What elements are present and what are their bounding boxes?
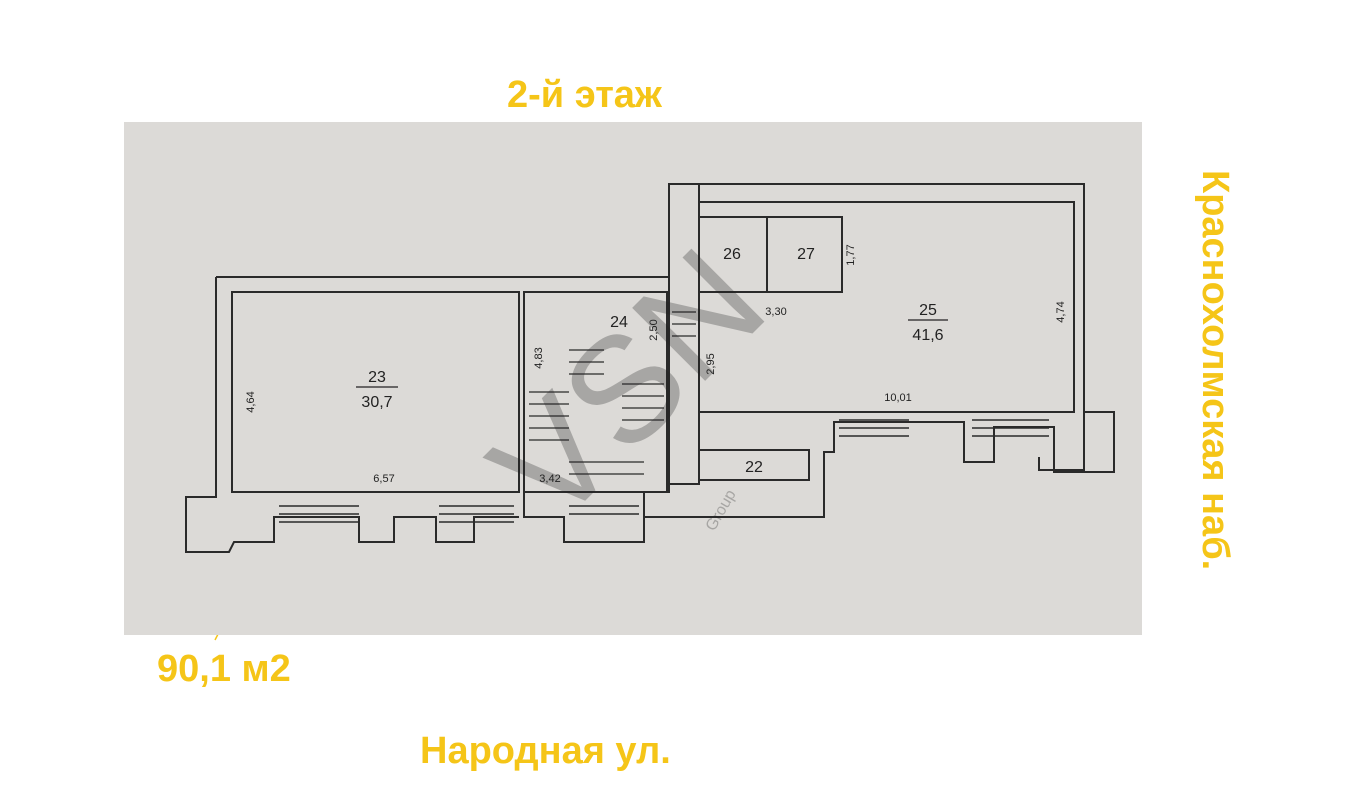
- right-facade-wall: [643, 411, 1115, 518]
- dim-657: 6,57: [373, 473, 394, 485]
- room-26-number: 26: [723, 246, 741, 263]
- floor-plan: VSN Group 23 30,7 24 25 41,6 26 27 22 4,…: [124, 122, 1142, 635]
- room-23-number: 23: [368, 369, 386, 386]
- windows: [279, 419, 1049, 523]
- stairs: [529, 311, 696, 475]
- watermark-letters: VSN: [459, 217, 796, 554]
- dim-474: 4,74: [1055, 301, 1067, 322]
- room-27-outline: [766, 216, 843, 293]
- street-right-label: Краснохолмская наб.: [1194, 170, 1236, 571]
- room-25-number: 25: [919, 302, 937, 319]
- floor-plan-drawing: VSN Group 23 30,7 24 25 41,6 26 27 22 4,…: [185, 183, 1115, 554]
- total-area-label: 90,1 м2: [157, 648, 291, 690]
- room-25-outline: [698, 201, 1075, 413]
- room-23-outline: [231, 291, 520, 493]
- floor-title: 2-й этаж: [507, 74, 662, 116]
- dim-1001: 10,01: [884, 392, 912, 404]
- watermark: VSN Group: [459, 217, 796, 554]
- dim-330: 3,30: [765, 306, 786, 318]
- street-bottom-label: Народная ул.: [420, 730, 671, 772]
- room-24-outline: [523, 291, 668, 493]
- room-22-number: 22: [745, 459, 763, 476]
- watermark-subtitle: Group: [703, 487, 740, 534]
- dim-483: 4,83: [533, 347, 545, 368]
- dim-250: 2,50: [648, 319, 660, 340]
- room-25-area: 41,6: [912, 327, 943, 344]
- room-23-area: 30,7: [361, 394, 392, 411]
- room-24-number: 24: [610, 314, 628, 331]
- dim-464: 4,64: [245, 391, 257, 412]
- dim-177: 1,77: [845, 244, 857, 265]
- facade-wall: [185, 277, 519, 553]
- dim-295: 2,95: [705, 353, 717, 374]
- room-27-number: 27: [797, 246, 815, 263]
- dim-342: 3,42: [539, 473, 560, 485]
